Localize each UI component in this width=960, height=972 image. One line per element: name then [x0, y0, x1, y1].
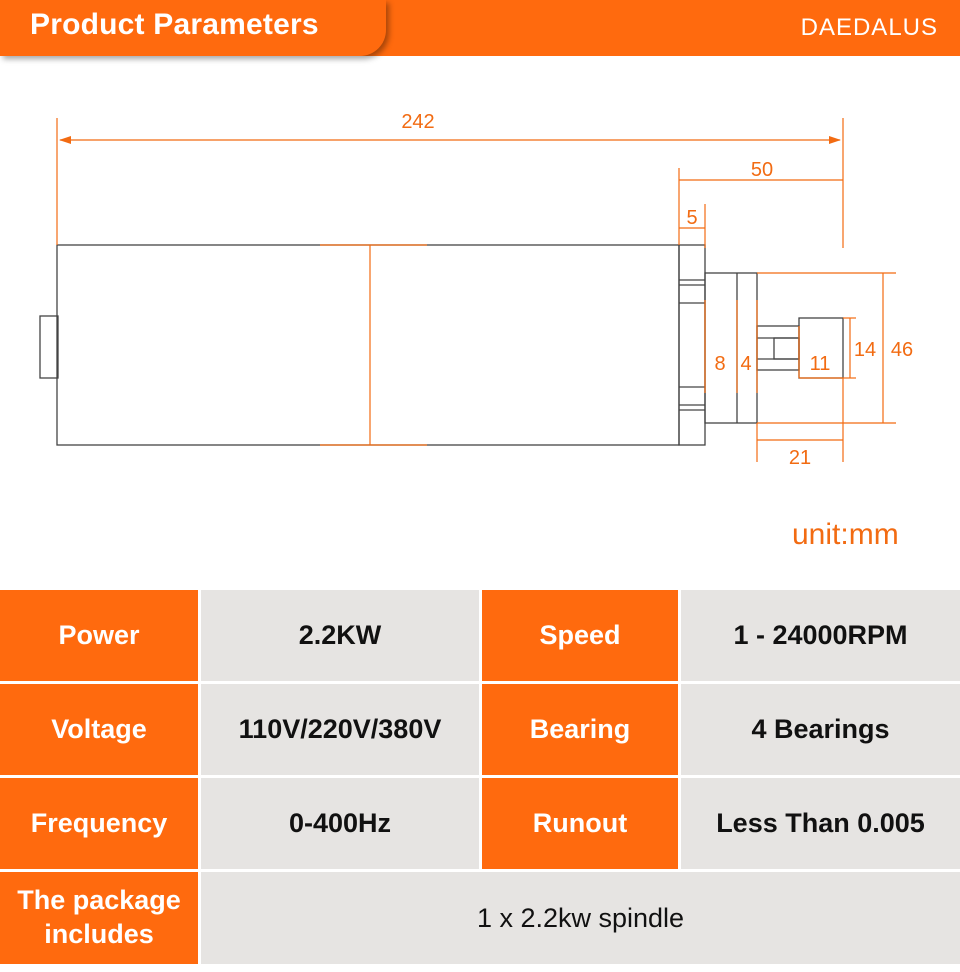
spec-value-voltage: 110V/220V/380V — [201, 684, 479, 775]
spec-value-runout: Less Than 0.005 — [681, 778, 960, 869]
spec-value-power: 2.2KW — [201, 590, 479, 681]
dim-shaft-length: 21 — [789, 447, 811, 469]
dim-tip-length: 11 — [810, 353, 831, 375]
unit-label: unit:mm — [792, 518, 899, 551]
dim-step-a: 8 — [714, 353, 725, 375]
dim-flange: 5 — [686, 207, 697, 229]
spindle-body — [56, 244, 680, 446]
brand-name: DAEDALUS — [800, 14, 938, 41]
spec-label-runout: Runout — [482, 778, 678, 869]
construction-lines — [320, 244, 758, 446]
collet — [756, 325, 800, 371]
rear-connector — [39, 315, 59, 379]
nut — [704, 272, 758, 424]
dim-nut-diameter: 46 — [891, 339, 913, 361]
spec-value-package: 1 x 2.2kw spindle — [201, 872, 960, 964]
spec-value-frequency: 0-400Hz — [201, 778, 479, 869]
title-tab: Product Parameters — [0, 0, 386, 56]
front-flange — [678, 244, 706, 446]
dim-collet-diameter: 14 — [854, 339, 876, 361]
spec-label-power: Power — [0, 590, 198, 681]
dim-front-length: 50 — [751, 159, 773, 181]
spec-label-speed: Speed — [482, 590, 678, 681]
spindle-dimension-drawing: 242 50 5 8 4 11 14 46 21 — [39, 111, 913, 469]
package-label-line1: The package — [17, 885, 181, 916]
spec-label-voltage: Voltage — [0, 684, 198, 775]
spindle-outline — [39, 244, 844, 446]
dim-step-b: 4 — [740, 353, 751, 375]
page-title: Product Parameters — [30, 8, 319, 41]
dim-overall-length: 242 — [401, 111, 434, 133]
spec-label-package: The package includes — [0, 872, 198, 964]
package-label-line2: includes — [44, 919, 154, 949]
header-bar: Product Parameters DAEDALUS — [0, 0, 960, 56]
spec-label-bearing: Bearing — [482, 684, 678, 775]
spec-label-frequency: Frequency — [0, 778, 198, 869]
spec-value-speed: 1 - 24000RPM — [681, 590, 960, 681]
spec-value-bearing: 4 Bearings — [681, 684, 960, 775]
